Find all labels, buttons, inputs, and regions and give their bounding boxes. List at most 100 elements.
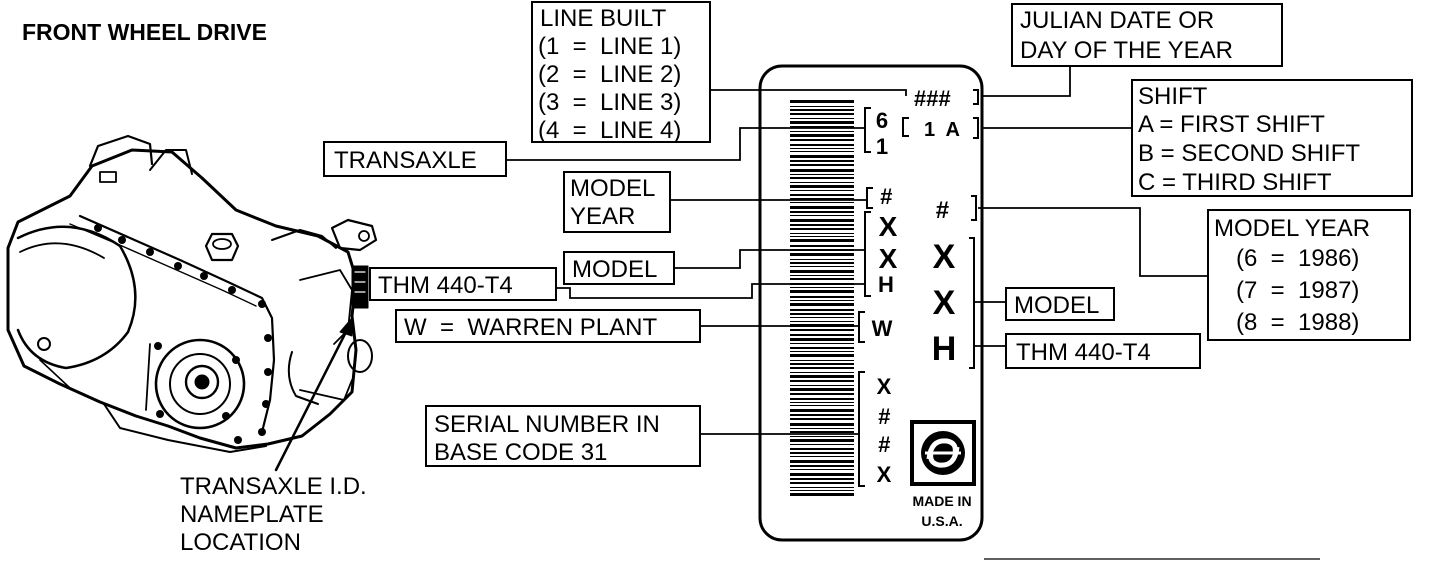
model-year-left-line-1: MODEL [570, 175, 655, 202]
barcode-bar [790, 198, 854, 200]
barcode-bar [790, 465, 854, 467]
barcode-bar [790, 493, 854, 496]
barcode-bar [790, 139, 854, 141]
barcode-bar [790, 211, 854, 213]
line-built-3: (3 = LINE 3) [538, 89, 681, 116]
barcode-bar [790, 452, 854, 454]
barcode-bar [790, 262, 854, 264]
model-year-small-code: # [880, 184, 893, 209]
model-year-6: (6 = 1986) [1236, 245, 1359, 272]
barcode-bar [790, 270, 854, 273]
callout-warren-plant: W = WARREN PLANT [395, 309, 701, 343]
barcode-bar [790, 380, 854, 382]
line-shift-code: 1 A [924, 119, 960, 141]
barcode-bar [790, 423, 854, 426]
barcode-bar [790, 317, 854, 318]
barcode-bar [790, 287, 854, 288]
barcode-bar [790, 436, 854, 437]
barcode-bar [790, 228, 854, 230]
callout-shift: SHIFT A = FIRST SHIFT B = SECOND SHIFT C… [1131, 79, 1413, 197]
location-line-1: TRANSAXLE I.D. [180, 473, 367, 500]
barcode-bar [790, 351, 854, 352]
barcode-bar [790, 343, 854, 344]
barcode-bar [790, 460, 854, 463]
transaxle-digit-2: 1 [876, 134, 888, 159]
thm-small-code: H [878, 272, 894, 297]
barcode-bar [790, 296, 854, 298]
barcode-bar [790, 253, 854, 256]
model-year-right-title: MODEL YEAR [1214, 215, 1370, 242]
gm-logo [910, 420, 976, 486]
barcode-bar [790, 126, 854, 128]
barcode-bar [790, 405, 854, 406]
barcode-bar [790, 245, 854, 247]
model-year-8: (8 = 1988) [1236, 309, 1359, 336]
barcode-bar [790, 219, 854, 222]
barcode-bar [790, 329, 854, 331]
model-year-left-line-2: YEAR [570, 203, 635, 230]
barcode-bar [790, 388, 854, 391]
line-built-2: (2 = LINE 2) [538, 61, 681, 88]
serial-code-3: # [878, 432, 891, 457]
barcode-bar [790, 185, 854, 188]
shift-second: B = SECOND SHIFT [1138, 140, 1360, 167]
shift-third: C = THIRD SHIFT [1138, 169, 1332, 196]
barcode-bar [790, 321, 854, 322]
barcode-bar [790, 224, 854, 226]
barcode-bar [790, 402, 854, 403]
julian-date-line-1: JULIAN DATE OR [1020, 7, 1214, 34]
barcode-bar [790, 236, 854, 237]
barcode-bar [790, 290, 854, 293]
serial-code-2: # [878, 404, 891, 429]
barcode-bar [790, 478, 854, 480]
callout-model-left: MODEL [563, 251, 675, 285]
barcode-bar [790, 109, 854, 111]
barcode-bar [790, 206, 854, 209]
callout-model-year-left: MODEL YEAR [563, 171, 671, 233]
barcode-bar [790, 482, 854, 484]
barcode-bar [790, 428, 854, 429]
barcode-bar [790, 309, 854, 311]
barcode-bar [790, 190, 854, 191]
barcode-bar [790, 456, 854, 457]
barcode-bar [790, 439, 854, 442]
barcode-bar [790, 174, 854, 175]
barcode-bar [790, 431, 854, 433]
barcode-bar [790, 131, 854, 132]
leader-lines [506, 66, 1320, 560]
barcode-bar [790, 300, 854, 301]
barcode-bar [790, 469, 854, 470]
barcode-bar [790, 490, 854, 491]
callout-model-year-right: MODEL YEAR (6 = 1986) (7 = 1987) (8 = 19… [1207, 209, 1411, 341]
barcode-bar [790, 393, 854, 395]
shift-title: SHIFT [1138, 83, 1208, 110]
thm-right-label: THM 440-T4 [1016, 339, 1151, 366]
barcode-bar [790, 414, 854, 416]
id-nameplate: ### 6 1 1 A # # X X H X X H W X # # X MA… [758, 64, 984, 542]
model-large-code-1: X [933, 238, 956, 276]
barcode-bar [790, 113, 854, 115]
barcode-bar [790, 398, 854, 400]
barcode-bar [790, 303, 854, 306]
julian-date-line-2: DAY OF THE YEAR [1020, 37, 1233, 64]
made-in-label: MADE IN [912, 493, 971, 509]
barcode-bar [790, 367, 854, 369]
barcode [790, 100, 854, 496]
country-label: U.S.A. [921, 513, 962, 529]
julian-code: ### [914, 86, 951, 111]
barcode-bar [790, 194, 854, 196]
barcode-bar [790, 275, 854, 276]
barcode-bar [790, 409, 854, 412]
barcode-bar [790, 338, 854, 341]
line-built-4: (4 = LINE 4) [538, 117, 681, 144]
barcode-bar [790, 148, 854, 149]
model-large-code-2: X [933, 284, 956, 322]
barcode-bar [790, 160, 854, 162]
plant-code: W [872, 316, 893, 341]
shift-first: A = FIRST SHIFT [1138, 111, 1325, 138]
model-year-large-code: # [935, 197, 949, 224]
location-line-3: LOCATION [180, 529, 301, 556]
barcode-bar [790, 164, 854, 166]
